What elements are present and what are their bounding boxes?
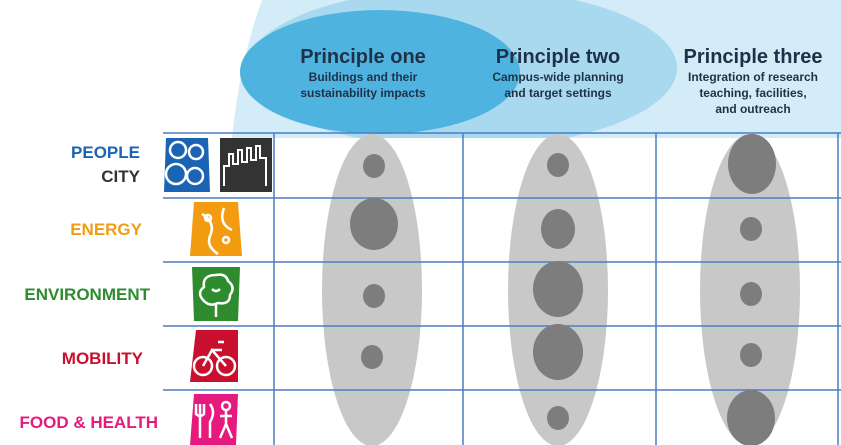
principle-three-subtitle-line-1: Integration of research (687, 70, 819, 84)
impact-dot-p3-energy (740, 217, 762, 241)
principle-three-header: Principle three Integration of research … (668, 46, 838, 116)
impact-dot-p1-mobility (361, 345, 383, 369)
impact-dot-p2-energy (541, 209, 575, 249)
impact-dot-p1-energy (350, 198, 398, 250)
tree-icon (192, 267, 240, 321)
people-icon (164, 138, 210, 192)
impact-dot-p2-environment (533, 261, 583, 317)
impact-dot-p3-environment (740, 282, 762, 306)
row-label-energy: ENERGY (70, 220, 142, 239)
city-skyline-icon (220, 138, 272, 192)
principle-one-title: Principle one (300, 46, 426, 68)
impact-dot-p1-environment (363, 284, 385, 308)
impact-dot-p3-mobility (740, 343, 762, 367)
principle-one-subtitle-line-1: Buildings and their (308, 70, 418, 84)
principle-three-subtitle-line-2: teaching, facilities, (699, 86, 807, 100)
energy-icon (190, 202, 242, 256)
bicycle-icon (190, 330, 238, 382)
food-health-icon (190, 394, 238, 445)
row-label-city: CITY (101, 167, 140, 186)
row-label-environment: ENVIRONMENT (24, 285, 150, 304)
impact-dot-p1-people-city (363, 154, 385, 178)
principle-two-subtitle-line-1: Campus-wide planning (492, 70, 624, 84)
principle-one-subtitle-line-2: sustainability impacts (300, 86, 426, 100)
row-label-people: PEOPLE (71, 143, 140, 162)
principle-two-title: Principle two (495, 46, 621, 68)
impact-dot-p2-mobility (533, 324, 583, 380)
row-label-food-health: FOOD & HEALTH (19, 413, 158, 432)
principle-two-header: Principle two Campus-wide planning and t… (483, 46, 633, 100)
principle-one-header: Principle one Buildings and their sustai… (288, 46, 438, 100)
principle-three-subtitle-line-3: and outreach (715, 102, 791, 116)
row-label-mobility: MOBILITY (61, 349, 143, 368)
principle-three-title: Principle three (683, 46, 823, 68)
principles-header-background (232, 0, 841, 138)
impact-dot-p3-people-city (728, 134, 776, 194)
impact-dot-p2-people-city (547, 153, 569, 177)
matrix-grid-lines (163, 132, 841, 445)
impact-dot-p2-food-health (547, 406, 569, 430)
impact-dot-p3-food-health (727, 390, 775, 445)
principle-two-subtitle-line-2: and target settings (504, 86, 612, 100)
